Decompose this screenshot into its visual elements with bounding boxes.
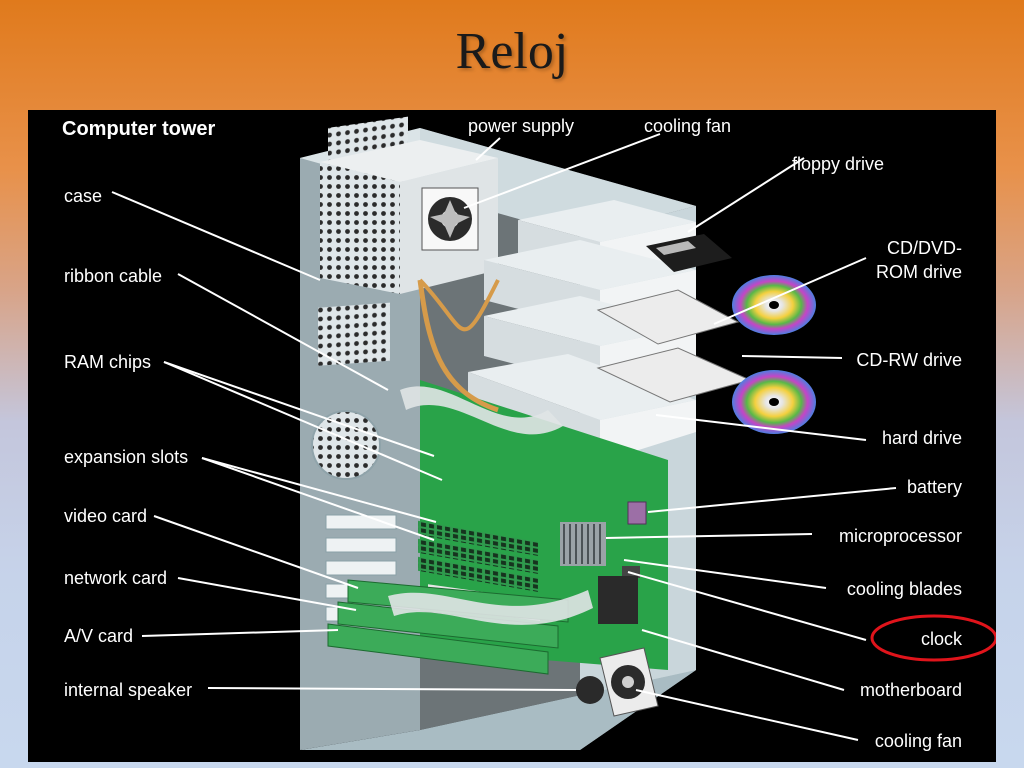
ribbon-cable-part: [400, 386, 563, 435]
label-battery: battery: [907, 477, 962, 497]
cd-trays: [596, 289, 752, 403]
label-power-supply: power supply: [468, 116, 574, 136]
side-vent-grid: [318, 302, 390, 366]
computer-tower-diagram: Computer tower power supply cooling fan …: [28, 110, 996, 762]
clock-highlight-ring: [870, 614, 996, 662]
label-clock: clock: [921, 629, 963, 649]
label-ram-chips: RAM chips: [64, 352, 151, 372]
floppy-disk: [646, 234, 732, 272]
label-ribbon-cable: ribbon cable: [64, 266, 162, 286]
label-cooling-fan-bottom: cooling fan: [875, 731, 962, 751]
slide-title: Reloj: [455, 23, 569, 80]
label-internal-speaker: internal speaker: [64, 680, 192, 700]
internal-speaker-component: [576, 676, 604, 704]
label-hard-drive: hard drive: [882, 428, 962, 448]
leader-lines: [111, 133, 897, 741]
label-floppy-drive: floppy drive: [792, 154, 884, 174]
power-wires: [417, 279, 499, 413]
label-expansion-slots: expansion slots: [64, 447, 188, 467]
label-motherboard: motherboard: [860, 680, 962, 700]
label-cd-rw-drive: CD-RW drive: [856, 350, 962, 370]
label-network-card: network card: [64, 568, 167, 588]
label-case: case: [64, 186, 102, 206]
ram-modules: [418, 520, 538, 592]
chipset: [598, 576, 638, 624]
label-cooling-fan-top: cooling fan: [644, 116, 731, 136]
diagram-canvas: Computer tower power supply cooling fan …: [62, 116, 996, 751]
rear-fan-grille: [311, 410, 381, 480]
label-av-card: A/V card: [64, 626, 133, 646]
label-video-card: video card: [64, 506, 147, 526]
label-cd-dvd-line1: CD/DVD-: [887, 238, 962, 258]
cpu-heatsink: [560, 522, 606, 566]
diagram-title: Computer tower: [62, 118, 216, 140]
label-microprocessor: microprocessor: [839, 526, 962, 546]
case-floor: [300, 670, 696, 750]
battery-component: [627, 501, 647, 525]
label-cd-dvd-line2: ROM drive: [876, 262, 962, 282]
power-supply: [320, 140, 498, 294]
label-cooling-blades: cooling blades: [847, 579, 962, 599]
